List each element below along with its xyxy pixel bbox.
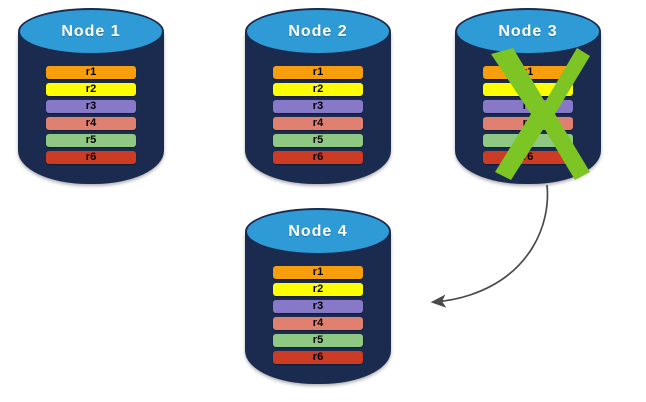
node-3-cylinder-top: Node 3 — [455, 8, 601, 55]
node-1-row-r3[interactable]: r3 — [46, 100, 136, 113]
node-1-row-r3-label: r3 — [85, 100, 97, 112]
node-1-row-r4-label: r4 — [85, 117, 97, 129]
node-2-row-r1[interactable]: r1 — [273, 66, 363, 79]
node-2-row-r2-label: r2 — [312, 83, 324, 95]
node-3-row-r2-label: r2 — [522, 83, 534, 95]
node-3-row-r4-label: r4 — [522, 117, 534, 129]
node-2-row-r3[interactable]: r3 — [273, 100, 363, 113]
node-1-row-r1[interactable]: r1 — [46, 66, 136, 79]
node-1-rows: r1 r2 r3 r4 r5 r6 — [46, 66, 136, 170]
node-1-row-r4[interactable]: r4 — [46, 117, 136, 130]
node-2-row-r3-label: r3 — [312, 100, 324, 112]
node-1-row-r5[interactable]: r5 — [46, 134, 136, 147]
node-3-row-r2[interactable]: r2 — [483, 83, 573, 96]
node-1-row-r6[interactable]: r6 — [46, 151, 136, 164]
node-2-row-r4[interactable]: r4 — [273, 117, 363, 130]
node-1-row-r1-label: r1 — [85, 66, 97, 78]
node-2-title: Node 2 — [288, 22, 348, 40]
node-1[interactable]: Node 1 r1 r2 r3 r4 r5 r6 — [14, 6, 168, 188]
node-4-row-r3[interactable]: r3 — [273, 300, 363, 313]
node-3-row-r5-label: r5 — [522, 134, 534, 146]
node-2-row-r4-label: r4 — [312, 117, 324, 129]
node-4-row-r2-label: r2 — [312, 283, 324, 295]
node-1-cylinder-top: Node 1 — [18, 8, 164, 55]
node-2-row-r5[interactable]: r5 — [273, 134, 363, 147]
node-3-row-r1-label: r1 — [522, 66, 534, 78]
node-2-row-r6[interactable]: r6 — [273, 151, 363, 164]
node-3-row-r5[interactable]: r5 — [483, 134, 573, 147]
node-1-row-r5-label: r5 — [85, 134, 97, 146]
node-4-row-r6-label: r6 — [312, 351, 324, 363]
node-4-row-r6[interactable]: r6 — [273, 351, 363, 364]
node-3-row-r4[interactable]: r4 — [483, 117, 573, 130]
node-4-row-r2[interactable]: r2 — [273, 283, 363, 296]
node-2-row-r1-label: r1 — [312, 66, 324, 78]
node-4-row-r1-label: r1 — [312, 266, 324, 278]
node-2-row-r2[interactable]: r2 — [273, 83, 363, 96]
node-2-cylinder-top: Node 2 — [245, 8, 391, 55]
node-2-rows: r1 r2 r3 r4 r5 r6 — [273, 66, 363, 170]
node-2-row-r5-label: r5 — [312, 134, 324, 146]
node-2[interactable]: Node 2 r1 r2 r3 r4 r5 r6 — [241, 6, 395, 188]
node-3-row-r3[interactable]: r3 — [483, 100, 573, 113]
node-4-row-r5[interactable]: r5 — [273, 334, 363, 347]
node-4-row-r4[interactable]: r4 — [273, 317, 363, 330]
node-4-row-r4-label: r4 — [312, 317, 324, 329]
node-2-row-r6-label: r6 — [312, 151, 324, 163]
node-4[interactable]: Node 4 r1 r2 r3 r4 r5 r6 — [241, 206, 395, 388]
node-3-row-r6[interactable]: r6 — [483, 151, 573, 164]
node-3-row-r1[interactable]: r1 — [483, 66, 573, 79]
node-4-row-r1[interactable]: r1 — [273, 266, 363, 279]
node-3-row-r3-label: r3 — [522, 100, 534, 112]
node-1-title: Node 1 — [61, 22, 121, 40]
node-1-row-r6-label: r6 — [85, 151, 97, 163]
node-4-row-r5-label: r5 — [312, 334, 324, 346]
node-3-rows: r1 r2 r3 r4 r5 r6 — [483, 66, 573, 170]
node-4-title: Node 4 — [288, 222, 348, 240]
node-3-row-r6-label: r6 — [522, 151, 534, 163]
node-4-rows: r1 r2 r3 r4 r5 r6 — [273, 266, 363, 370]
node-1-row-r2[interactable]: r2 — [46, 83, 136, 96]
node-4-cylinder-top: Node 4 — [245, 208, 391, 255]
node-3[interactable]: Node 3 r1 r2 r3 r4 r5 r6 — [451, 6, 605, 188]
node-4-row-r3-label: r3 — [312, 300, 324, 312]
node-3-title: Node 3 — [498, 22, 558, 40]
node-1-row-r2-label: r2 — [85, 83, 97, 95]
